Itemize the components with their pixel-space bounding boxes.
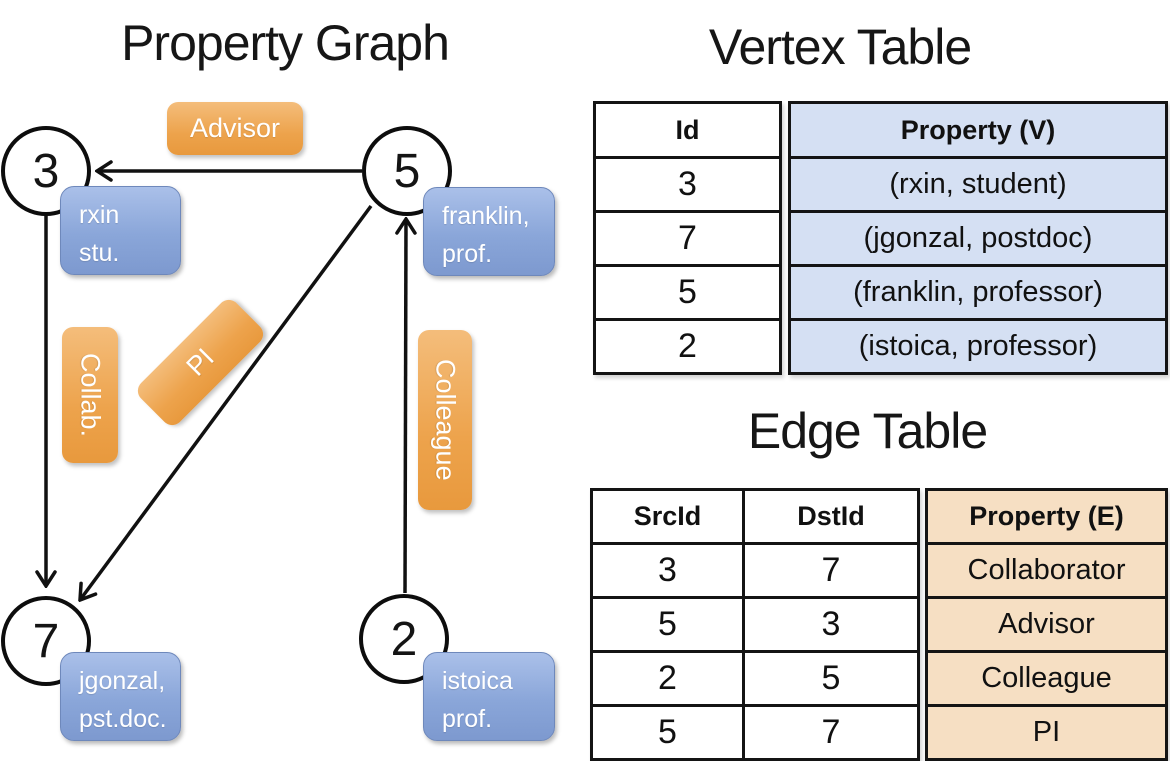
- graph-node-2: 2: [359, 594, 449, 684]
- table-row: PI: [925, 704, 1168, 761]
- edge-property-header: Property (E): [925, 488, 1168, 545]
- table-row: (franklin, professor): [788, 264, 1168, 321]
- edge-table-title: Edge Table: [747, 403, 988, 459]
- vertex-badge-franklin-line1: franklin,: [442, 202, 530, 230]
- vertex-id-cell: 5: [593, 264, 782, 321]
- vertex-badge-istoica-line1: istoica: [442, 667, 513, 695]
- property-graph-title: Property Graph: [121, 15, 450, 71]
- vertex-badge-jgonzal-line1: jgonzal,: [79, 667, 166, 695]
- graph-edges-canvas: [0, 0, 580, 760]
- edge-property-cell: Colleague: [925, 650, 1168, 707]
- vertex-table-header-row: Id: [593, 101, 782, 159]
- vertex-id-cell: 2: [593, 318, 782, 375]
- table-row: 3 7: [590, 542, 920, 599]
- edge-dstid-cell: 5: [742, 650, 920, 707]
- edge-srcid-header: SrcId: [590, 488, 745, 545]
- edge-dstid-cell: 7: [742, 704, 920, 761]
- vertex-badge-rxin-line2: stu.: [79, 238, 120, 267]
- edge-dstid-cell: 7: [742, 542, 920, 599]
- vertex-badge-franklin: franklin, prof.: [423, 187, 555, 276]
- edge-property-cell: Collaborator: [925, 542, 1168, 599]
- edge-srcid-cell: 5: [590, 704, 745, 761]
- edge-srcid-cell: 3: [590, 542, 745, 599]
- edge-badge-collab: Collab.: [62, 327, 118, 463]
- edge-badge-advisor: Advisor: [167, 102, 303, 155]
- edge-dstid-header: DstId: [742, 488, 920, 545]
- edge-arrow-2-to-5: [405, 219, 406, 594]
- node-5-id: 5: [393, 144, 421, 198]
- table-row: Collaborator: [925, 542, 1168, 599]
- table-row: 5 3: [590, 596, 920, 653]
- vertex-property-header: Property (V): [788, 101, 1168, 159]
- vertex-badge-jgonzal: jgonzal, pst.doc.: [60, 652, 181, 741]
- vertex-property-cell: (jgonzal, postdoc): [788, 210, 1168, 267]
- vertex-id-cell: 7: [593, 210, 782, 267]
- vertex-property-cell: (franklin, professor): [788, 264, 1168, 321]
- edge-table-property-column: Property (E) Collaborator Advisor Collea…: [925, 488, 1168, 761]
- node-7-id: 7: [32, 614, 60, 668]
- vertex-id-header: Id: [593, 101, 782, 159]
- edge-arrow-5-to-7: [80, 204, 373, 600]
- vertex-badge-rxin-line1: rxin: [79, 201, 120, 229]
- vertex-badge-rxin: rxin stu.: [60, 186, 181, 275]
- vertex-table-header-row: Property (V): [788, 101, 1168, 159]
- edge-srcid-cell: 5: [590, 596, 745, 653]
- edge-srcid-cell: 2: [590, 650, 745, 707]
- vertex-property-cell: (istoica, professor): [788, 318, 1168, 375]
- vertex-badge-istoica-line2: prof.: [442, 704, 493, 733]
- vertex-badge-istoica: istoica prof.: [423, 652, 555, 741]
- edge-table-header-row: SrcId DstId: [590, 488, 920, 545]
- node-2-id: 2: [390, 612, 418, 666]
- vertex-table-id-column: Id 3 7 5 2: [593, 101, 782, 375]
- edge-property-cell: PI: [925, 704, 1168, 761]
- edge-dstid-cell: 3: [742, 596, 920, 653]
- table-row: 2: [593, 318, 782, 375]
- edge-table-id-columns: SrcId DstId 3 7 5 3 2 5 5 7: [590, 488, 920, 761]
- edge-table-header-row: Property (E): [925, 488, 1168, 545]
- table-row: 2 5: [590, 650, 920, 707]
- table-row: Advisor: [925, 596, 1168, 653]
- vertex-badge-franklin-line2: prof.: [442, 239, 493, 268]
- table-row: 5 7: [590, 704, 920, 761]
- vertex-table-property-column: Property (V) (rxin, student) (jgonzal, p…: [788, 101, 1168, 375]
- node-3-id: 3: [32, 144, 60, 198]
- table-row: (jgonzal, postdoc): [788, 210, 1168, 267]
- vertex-table-title: Vertex Table: [708, 19, 972, 75]
- table-row: 7: [593, 210, 782, 267]
- table-row: (istoica, professor): [788, 318, 1168, 375]
- vertex-badge-jgonzal-line2: pst.doc.: [79, 704, 167, 733]
- vertex-property-cell: (rxin, student): [788, 156, 1168, 213]
- vertex-id-cell: 3: [593, 156, 782, 213]
- table-row: 3: [593, 156, 782, 213]
- table-row: (rxin, student): [788, 156, 1168, 213]
- edge-badge-colleague: Colleague: [418, 330, 472, 510]
- edge-property-cell: Advisor: [925, 596, 1168, 653]
- table-row: 5: [593, 264, 782, 321]
- graph-node-5: 5: [362, 126, 452, 216]
- table-row: Colleague: [925, 650, 1168, 707]
